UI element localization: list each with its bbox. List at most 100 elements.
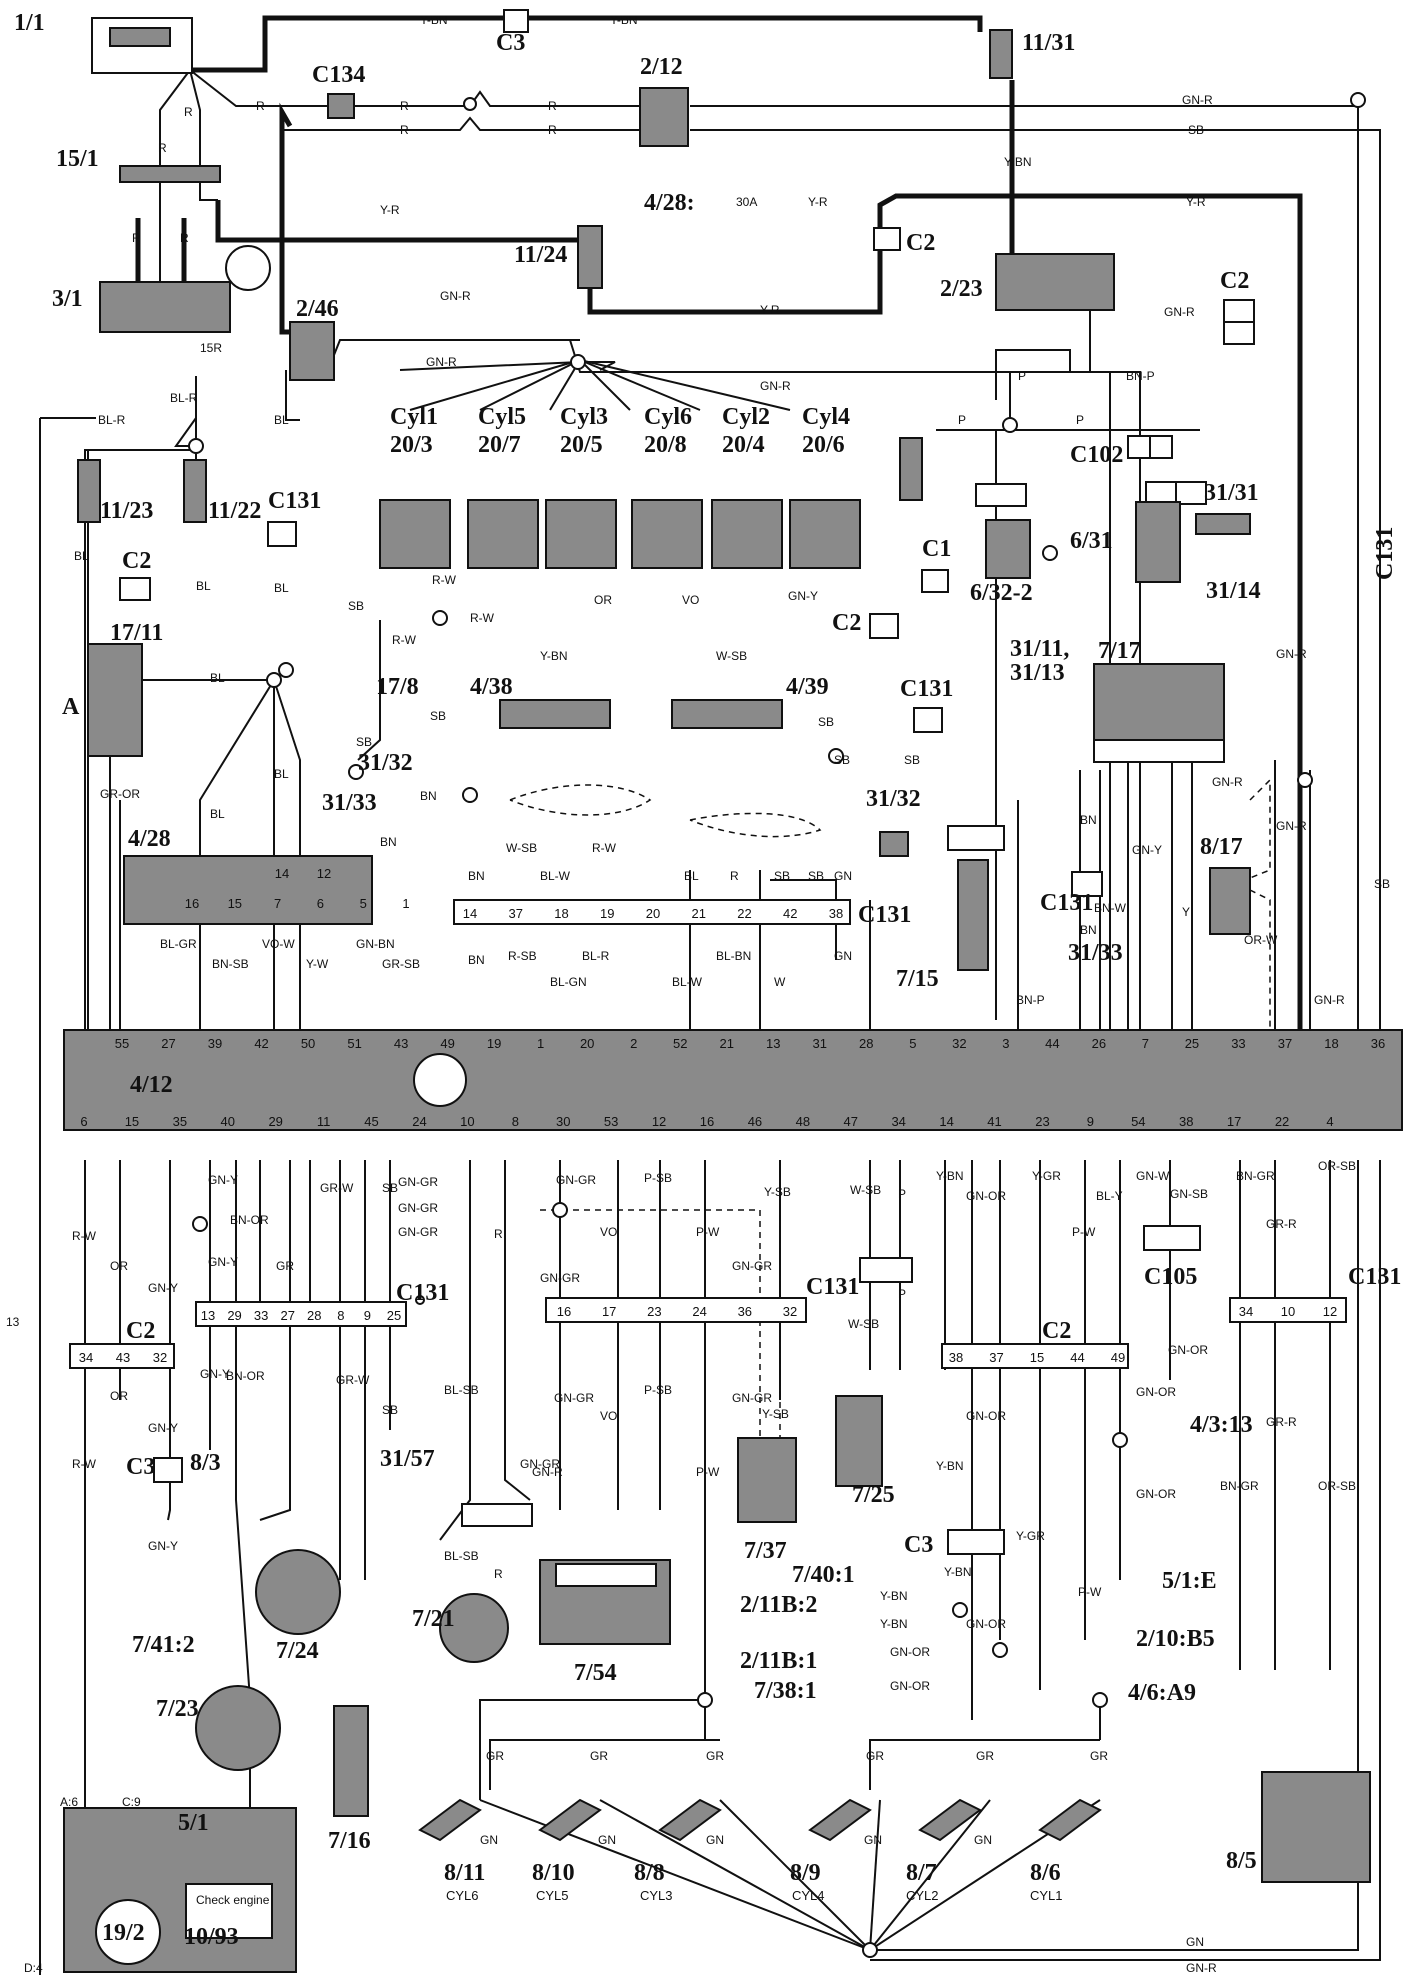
- svg-text:GN: GN: [834, 869, 852, 883]
- ecu-pin-top: 27: [161, 1036, 175, 1051]
- svg-text:SB: SB: [818, 715, 834, 729]
- label-3-1: 3/1: [52, 286, 83, 312]
- coil-cyl1: [379, 499, 451, 569]
- svg-text:Y-BN: Y-BN: [944, 1565, 972, 1579]
- ecu-pin-bottom: 54: [1131, 1114, 1145, 1129]
- svg-text:GN: GN: [480, 1833, 498, 1847]
- label-c2-26: C2: [122, 548, 151, 574]
- c2-low-r-pin: 38: [949, 1350, 963, 1365]
- ecu-pin-bottom: 12: [652, 1114, 666, 1129]
- svg-text:R: R: [180, 231, 189, 245]
- svg-text:BN: BN: [468, 869, 485, 883]
- components: [63, 9, 1403, 1973]
- c2-lower-pin: 32: [153, 1350, 167, 1365]
- svg-text:R: R: [256, 99, 265, 113]
- c2-lower-pin: 43: [116, 1350, 130, 1365]
- label-c131-26: C131: [268, 488, 321, 514]
- label-5-1: 5/1: [178, 1810, 209, 1836]
- label-5-1-e: 5/1:E: [1162, 1568, 1217, 1594]
- svg-text:GN: GN: [974, 1833, 992, 1847]
- label-c2-lower: C2: [126, 1318, 155, 1344]
- ecu-4-12: [63, 1029, 1403, 1131]
- svg-text:P: P: [898, 1187, 906, 1201]
- label-4-28: 4/28: [128, 826, 171, 852]
- connector-c2-40: [1223, 299, 1255, 323]
- c131-main-pin: 18: [554, 906, 568, 921]
- label-8-17: 8/17: [1200, 834, 1243, 860]
- connector-c3-top: [503, 9, 529, 33]
- svg-text:GN-OR: GN-OR: [1136, 1385, 1176, 1399]
- svg-text:Y-R: Y-R: [380, 203, 400, 217]
- cyl-top-6-name: Cyl4: [802, 404, 850, 430]
- fuse-11-23: [77, 459, 101, 523]
- label-c131-right: C131: [1372, 527, 1398, 580]
- label-11-23: 11/23: [100, 498, 153, 524]
- svg-text:R: R: [548, 123, 557, 137]
- svg-text:VO-W: VO-W: [262, 937, 295, 951]
- c4-28-a-pin: 14: [275, 866, 289, 881]
- label-31-11: 31/11,: [1010, 636, 1069, 662]
- ecu-pin-top: 51: [347, 1036, 361, 1051]
- svg-text:R-W: R-W: [392, 633, 417, 647]
- injector-label-5: CYL2: [906, 1888, 939, 1903]
- svg-text:R: R: [184, 105, 193, 119]
- connector-c105: [1143, 1225, 1201, 1251]
- label-15r: 15R: [200, 341, 222, 355]
- label-c2-23: C2: [832, 610, 861, 636]
- cyl-top-6-ref: 20/6: [802, 432, 845, 458]
- coil-cyl4: [789, 499, 861, 569]
- relay-2-23: [995, 253, 1115, 311]
- connector-c131-26: [267, 521, 297, 547]
- ecu-pin-top: 13: [766, 1036, 780, 1051]
- c131-main-pin: 20: [646, 906, 660, 921]
- sensor-8-17: [1209, 867, 1251, 935]
- ecu-pin-bottom: 24: [412, 1114, 426, 1129]
- svg-text:GR: GR: [1090, 1749, 1108, 1763]
- cyl-top-5-name: Cyl2: [722, 404, 770, 430]
- c131-low-r-pin: 34: [1239, 1304, 1253, 1319]
- label-c134: C134: [312, 62, 365, 88]
- svg-text:GN-GR: GN-GR: [398, 1201, 438, 1215]
- cylinder-labels: Cyl1 20/3 Cyl5 20/7 Cyl3 20/5 Cyl6 20/8 …: [390, 404, 1063, 1903]
- svg-text:Y-W: Y-W: [306, 957, 329, 971]
- svg-text:GR: GR: [276, 1259, 294, 1273]
- connector-c131-low-r: [1229, 1297, 1347, 1323]
- svg-text:GN-R: GN-R: [440, 289, 471, 303]
- svg-text:Y-BN: Y-BN: [936, 1169, 964, 1183]
- svg-text:GN-R: GN-R: [1164, 305, 1195, 319]
- svg-text:SB: SB: [834, 753, 850, 767]
- label-31-33-b: 31/33: [1068, 940, 1123, 966]
- sensor-7-24: [255, 1549, 341, 1635]
- svg-text:GN-W: GN-W: [1136, 1169, 1170, 1183]
- ecu-pin-bottom: 35: [173, 1114, 187, 1129]
- svg-text:R: R: [400, 123, 409, 137]
- label-2-11b-1: 2/11B:1: [740, 1648, 817, 1674]
- splices: [188, 92, 1366, 1958]
- label-8-11: 8/11: [444, 1860, 485, 1886]
- label-17-8: 17/8: [376, 674, 419, 700]
- svg-text:BN: BN: [420, 789, 437, 803]
- svg-text:BN-GR: BN-GR: [1236, 1169, 1275, 1183]
- svg-text:GN-OR: GN-OR: [966, 1189, 1006, 1203]
- svg-text:GN-R: GN-R: [532, 1465, 563, 1479]
- label-c131-main: C131: [858, 902, 911, 928]
- ecu-pin-top: 19: [487, 1036, 501, 1051]
- svg-text:W-SB: W-SB: [850, 1183, 881, 1197]
- label-c131-15: C131: [1040, 890, 1093, 916]
- check-engine-text: Check engine: [196, 1893, 270, 1907]
- svg-text:BL: BL: [210, 671, 225, 685]
- svg-text:SB: SB: [1374, 877, 1390, 891]
- svg-text:GN-GR: GN-GR: [554, 1391, 594, 1405]
- ecu-pin-bottom: 40: [221, 1114, 235, 1129]
- injector-label-4: CYL4: [792, 1888, 825, 1903]
- svg-text:GN-R: GN-R: [1276, 819, 1307, 833]
- ecu-pin-top: 18: [1324, 1036, 1338, 1051]
- c131-lower-l-pin: 25: [387, 1308, 401, 1323]
- c131-low-r-pin: 10: [1281, 1304, 1295, 1319]
- svg-text:W: W: [774, 975, 786, 989]
- connector-7-17-pins: [1093, 739, 1225, 763]
- svg-text:P: P: [1018, 369, 1026, 383]
- corner-c9: C:9: [122, 1795, 141, 1809]
- svg-text:GN-OR: GN-OR: [890, 1679, 930, 1693]
- label-c2-53: C2: [906, 230, 935, 256]
